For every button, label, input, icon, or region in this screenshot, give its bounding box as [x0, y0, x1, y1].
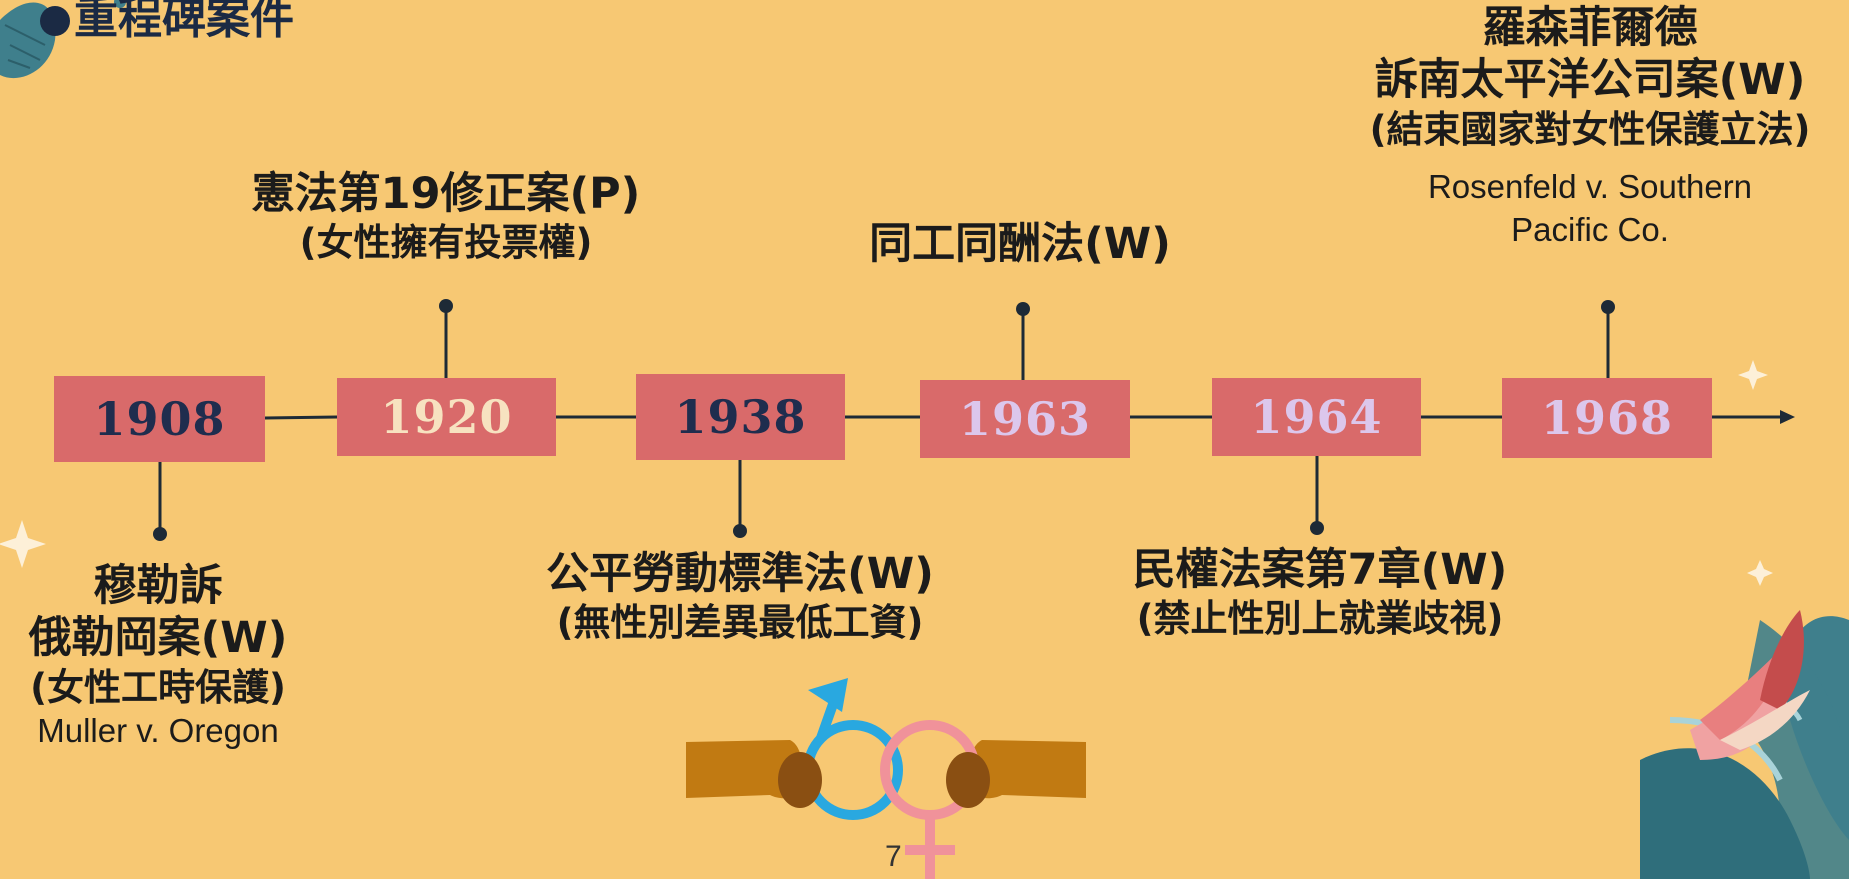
bullet-icon [40, 6, 70, 36]
year-label: 1968 [1540, 391, 1674, 445]
year-label: 1963 [958, 392, 1092, 446]
year-box-1920: 1920 [337, 378, 556, 456]
flower-decoration-icon [1640, 610, 1849, 879]
year-box-1908: 1908 [54, 376, 265, 462]
year-label: 1908 [93, 392, 226, 446]
sparkle-icon [1738, 360, 1768, 390]
event-1908: 穆勒訴 俄勒岡案(W) (女性工時保護) Muller v. Oregon [8, 560, 308, 753]
event-title: 俄勒岡案(W) [28, 613, 288, 664]
year-box-1963: 1963 [920, 380, 1130, 458]
timeline-connectors [158, 307, 1610, 533]
year-box-1968: 1968 [1502, 378, 1712, 458]
event-english-name: Muller v. Oregon [37, 712, 279, 750]
event-title: 穆勒訴 [93, 561, 223, 611]
gender-symbols-hands-icon [686, 678, 1086, 879]
year-box-1964: 1964 [1212, 378, 1421, 456]
event-1968: 羅森菲爾德 訴南太平洋公司案(W) (結束國家對女性保護立法) Rosenfel… [1340, 2, 1840, 252]
slide-title: 重程碑案件 [40, 0, 294, 46]
year-label: 1920 [380, 390, 513, 444]
event-subtitle: (禁止性別上就業歧視) [1136, 597, 1504, 641]
slide-title-text: 重程碑案件 [74, 0, 294, 44]
event-title: 憲法第19修正案(P) [251, 169, 641, 219]
year-box-1938: 1938 [636, 374, 845, 460]
event-title: 公平勞動標準法(W) [546, 549, 934, 599]
sparkle-icon [0, 520, 46, 568]
event-subtitle: (女性工時保護) [30, 665, 286, 709]
event-1963: 同工同酬法(W) [840, 218, 1200, 270]
year-label: 1964 [1250, 390, 1383, 444]
timeline-axis [264, 415, 1780, 420]
event-1938: 公平勞動標準法(W) (無性別差異最低工資) [522, 548, 958, 646]
event-title: 羅森菲爾德 [1482, 3, 1698, 53]
event-1964: 民權法案第7章(W) (禁止性別上就業歧視) [1100, 544, 1540, 642]
event-english-name: Pacific Co. [1511, 210, 1669, 248]
event-title: 同工同酬法(W) [869, 219, 1171, 269]
timeline-arrow-icon [1780, 410, 1795, 424]
event-title: 訴南太平洋公司案(W) [1374, 55, 1806, 106]
event-1920: 憲法第19修正案(P) (女性擁有投票權) [236, 168, 656, 266]
event-subtitle: (結束國家對女性保護立法) [1369, 107, 1811, 151]
sparkle-icon [1747, 560, 1773, 586]
event-english-name: Rosenfeld v. Southern [1427, 168, 1753, 206]
timeline-dots [153, 299, 1615, 541]
event-subtitle: (女性擁有投票權) [299, 221, 593, 265]
page-number: 7 [885, 840, 902, 873]
event-title: 民權法案第7章(W) [1132, 545, 1508, 595]
year-label: 1938 [674, 390, 807, 444]
event-subtitle: (無性別差異最低工資) [556, 601, 924, 645]
